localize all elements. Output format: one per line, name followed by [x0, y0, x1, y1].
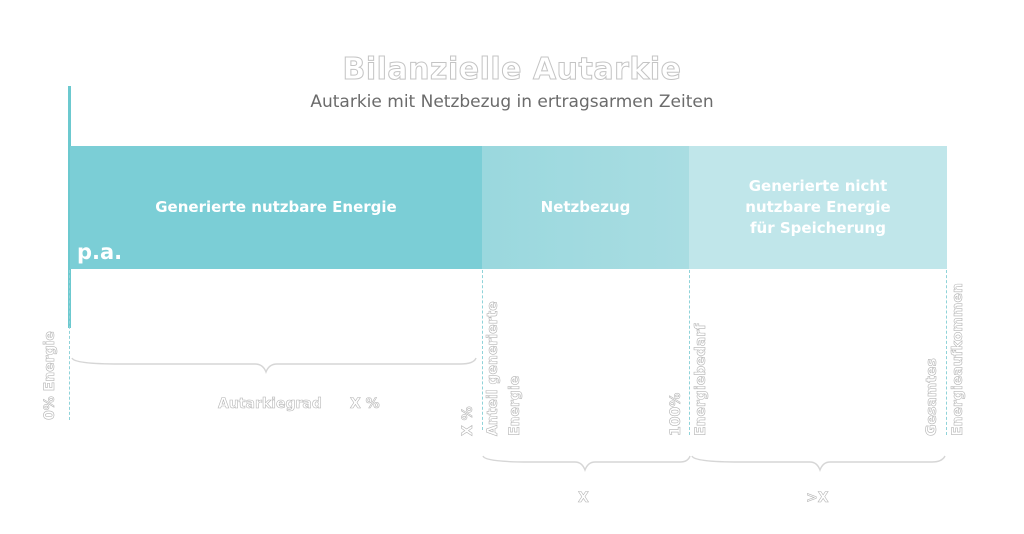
- vertical-axis: [68, 86, 71, 328]
- segment-storage-energy: Generierte nicht nutzbare Energie für Sp…: [689, 146, 947, 269]
- segment-generated-usable: Generierte nutzbare Energie: [70, 146, 482, 269]
- diagram-subtitle: Autarkie mit Netzbezug in ertragsarmen Z…: [310, 92, 714, 112]
- brace-autarkiegrad: [71, 357, 477, 374]
- marker-line-zero: [69, 270, 70, 420]
- marker-line-hundred: [689, 270, 690, 435]
- per-annum-label: p.a.: [77, 240, 123, 264]
- segment-generated-usable-label: Generierte nutzbare Energie: [155, 198, 397, 216]
- brace-x-label: X: [578, 490, 589, 507]
- diagram-title: Bilanzielle Autarkie: [342, 52, 682, 88]
- marker-line-xpct: [482, 270, 483, 430]
- autarkiegrad-value: X %: [350, 396, 380, 413]
- segment-grid-supply-label: Netzbezug: [540, 198, 631, 216]
- brace-x: [482, 455, 691, 472]
- segment-storage-energy-label: Generierte nicht nutzbare Energie für Sp…: [745, 177, 891, 237]
- brace-gx: [691, 455, 946, 472]
- brace-gx-label: >X: [806, 490, 829, 507]
- marker-line-total: [946, 270, 947, 435]
- autarkiegrad-label: Autarkiegrad: [218, 396, 322, 413]
- segment-grid-supply: Netzbezug: [482, 146, 689, 269]
